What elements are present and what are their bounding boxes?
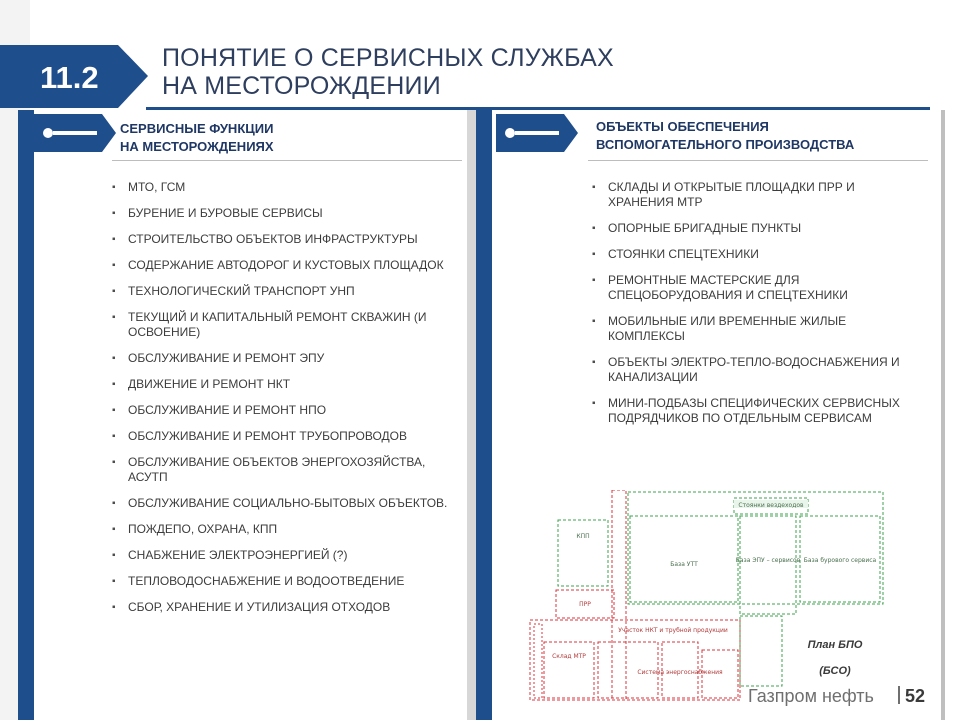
key-icon-left xyxy=(34,114,116,152)
plan-caption: План БПО (БСО) xyxy=(800,632,870,684)
list-item: СБОР, ХРАНЕНИЕ И УТИЛИЗАЦИЯ ОТХОДОВ xyxy=(112,600,457,615)
list-item: СТОЯНКИ СПЕЦТЕХНИКИ xyxy=(592,247,922,262)
plan-text-sklad-mtr: Склад МТР xyxy=(552,653,586,660)
plan-caption-line-1: План БПО xyxy=(807,639,863,651)
plan-caption-line-2: (БСО) xyxy=(819,665,851,677)
list-item: МИНИ-ПОДБАЗЫ СПЕЦИФИЧЕСКИХ СЕРВИСНЫХ ПОД… xyxy=(592,396,922,426)
footer-separator xyxy=(898,686,900,704)
right-section-heading: ОБЪЕКТЫ ОБЕСПЕЧЕНИЯ ВСПОМОГАТЕЛЬНОГО ПРО… xyxy=(596,118,926,154)
title-underline xyxy=(146,107,930,110)
page-title-line-1: ПОНЯТИЕ О СЕРВИСНЫХ СЛУЖБАХ xyxy=(162,44,614,72)
auxiliary-objects-list: СКЛАДЫ И ОТКРЫТЫЕ ПЛОЩАДКИ ПРР И ХРАНЕНИ… xyxy=(592,180,922,437)
list-item: ОБСЛУЖИВАНИЕ СОЦИАЛЬНО-БЫТОВЫХ ОБЪЕКТОВ. xyxy=(112,496,457,511)
section-number-badge xyxy=(0,45,148,108)
list-item: БУРЕНИЕ И БУРОВЫЕ СЕРВИСЫ xyxy=(112,206,457,221)
page-title-line-2: НА МЕСТОРОЖДЕНИИ xyxy=(162,72,441,100)
plan-text-baza-utt: База УТТ xyxy=(670,561,698,568)
plan-text-stoyanki: Стоянки вездеходов xyxy=(738,502,804,509)
left-heading-line-1: СЕРВИСНЫЕ ФУНКЦИИ xyxy=(120,121,274,136)
plan-text-kpp: КПП xyxy=(576,533,589,540)
list-item: МОБИЛЬНЫЕ ИЛИ ВРЕМЕННЫЕ ЖИЛЫЕ КОМПЛЕКСЫ xyxy=(592,314,922,344)
right-heading-rule xyxy=(588,160,928,161)
right-heading-line-2: ВСПОМОГАТЕЛЬНОГО ПРОИЗВОДСТВА xyxy=(596,137,855,152)
list-item: СТРОИТЕЛЬСТВО ОБЪЕКТОВ ИНФРАСТРУКТУРЫ xyxy=(112,232,457,247)
service-functions-list: МТО, ГСМ БУРЕНИЕ И БУРОВЫЕ СЕРВИСЫ СТРОИ… xyxy=(112,180,457,626)
list-item: ОБЪЕКТЫ ЭЛЕКТРО-ТЕПЛО-ВОДОСНАБЖЕНИЯ И КА… xyxy=(592,355,922,385)
plan-text-prr: ПРР xyxy=(579,601,591,608)
plan-text-baza-epu: База ЭПУ – сервисов xyxy=(736,557,801,564)
brand-logo-text: Газпром нефть xyxy=(748,686,874,706)
list-item: СНАБЖЕНИЕ ЭЛЕКТРОЭНЕРГИЕЙ (?) xyxy=(112,548,457,563)
left-section-heading: СЕРВИСНЫЕ ФУНКЦИИ НА МЕСТОРОЖДЕНИЯХ xyxy=(120,120,450,156)
list-item: СОДЕРЖАНИЕ АВТОДОРОГ И КУСТОВЫХ ПЛОЩАДОК xyxy=(112,258,457,273)
list-item: ПОЖДЕПО, ОХРАНА, КПП xyxy=(112,522,457,537)
section-number: 11.2 xyxy=(40,60,99,95)
list-item: СКЛАДЫ И ОТКРЫТЫЕ ПЛОЩАДКИ ПРР И ХРАНЕНИ… xyxy=(592,180,922,210)
plan-text-baza-bur: База бурового сервиса xyxy=(804,557,877,564)
right-column-blue-bar xyxy=(476,110,492,720)
page-number: 52 xyxy=(905,686,926,706)
list-item: МТО, ГСМ xyxy=(112,180,457,195)
right-edge-bar xyxy=(941,110,945,720)
list-item: ТЕПЛОВОДОСНАБЖЕНИЕ И ВОДООТВЕДЕНИЕ xyxy=(112,574,457,589)
list-item: ТЕКУЩИЙ И КАПИТАЛЬНЫЙ РЕМОНТ СКВАЖИН (И … xyxy=(112,310,457,340)
page-title: ПОНЯТИЕ О СЕРВИСНЫХ СЛУЖБАХ НА МЕСТОРОЖД… xyxy=(162,44,722,100)
base-plan-drawing: Стоянки вездеходов База УТТ База ЭПУ – с… xyxy=(529,490,884,701)
list-item: ДВИЖЕНИЕ И РЕМОНТ НКТ xyxy=(112,377,457,392)
list-item: ОБСЛУЖИВАНИЕ И РЕМОНТ ТРУБОПРОВОДОВ xyxy=(112,429,457,444)
list-item: ОПОРНЫЕ БРИГАДНЫЕ ПУНКТЫ xyxy=(592,221,922,236)
key-icon-right xyxy=(496,114,578,152)
list-item: ОБСЛУЖИВАНИЕ И РЕМОНТ ЭПУ xyxy=(112,351,457,366)
right-heading-line-1: ОБЪЕКТЫ ОБЕСПЕЧЕНИЯ xyxy=(596,119,769,134)
left-heading-rule xyxy=(112,160,462,161)
left-heading-line-2: НА МЕСТОРОЖДЕНИЯХ xyxy=(120,139,274,154)
list-item: ОБСЛУЖИВАНИЕ ОБЪЕКТОВ ЭНЕРГОХОЗЯЙСТВА, А… xyxy=(112,455,457,485)
list-item: ОБСЛУЖИВАНИЕ И РЕМОНТ НПО xyxy=(112,403,457,418)
left-column-blue-bar xyxy=(18,110,34,720)
plan-text-uchastok-nkt: Участок НКТ и трубной продукции xyxy=(618,627,728,634)
list-item: РЕМОНТНЫЕ МАСТЕРСКИЕ ДЛЯ СПЕЦОБОРУДОВАНИ… xyxy=(592,273,922,303)
plan-text-sistema: Система энергоснабжения xyxy=(637,669,723,676)
list-item: ТЕХНОЛОГИЧЕСКИЙ ТРАНСПОРТ УНП xyxy=(112,284,457,299)
